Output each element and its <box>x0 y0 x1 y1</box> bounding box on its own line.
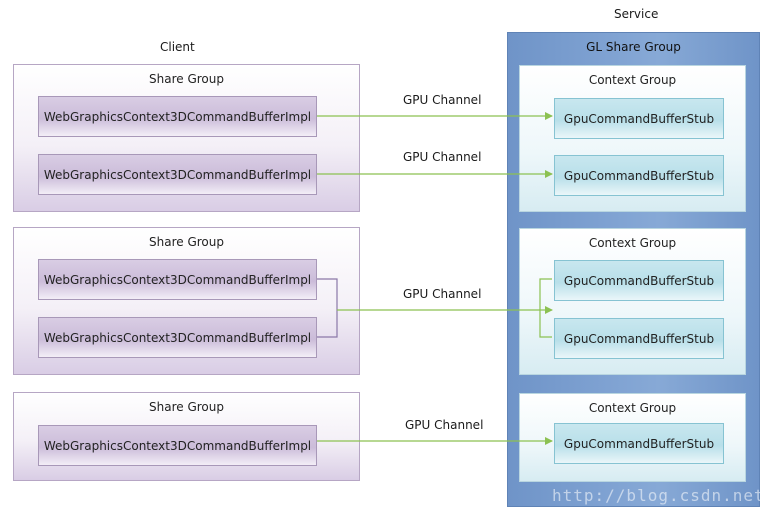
share-group-title: Share Group <box>149 235 224 249</box>
service-stub-box: GpuCommandBufferStub <box>554 318 724 359</box>
service-context-group-3: Context Group GpuCommandBufferStub <box>519 393 746 482</box>
client-share-group-2: Share Group WebGraphicsContext3DCommandB… <box>13 227 360 375</box>
gl-share-group: GL Share Group Context Group GpuCommandB… <box>507 32 760 507</box>
service-context-group-2: Context Group GpuCommandBufferStub GpuCo… <box>519 228 746 375</box>
context-group-title: Context Group <box>588 236 677 250</box>
gpu-channel-label: GPU Channel <box>403 150 482 164</box>
share-group-title: Share Group <box>149 72 224 86</box>
client-context-box: WebGraphicsContext3DCommandBufferImpl <box>38 154 317 195</box>
client-context-box: WebGraphicsContext3DCommandBufferImpl <box>38 425 317 466</box>
gpu-channel-label: GPU Channel <box>403 93 482 107</box>
service-stub-box: GpuCommandBufferStub <box>554 155 724 196</box>
gpu-channel-label: GPU Channel <box>403 287 482 301</box>
service-stub-box: GpuCommandBufferStub <box>554 260 724 301</box>
service-stub-box: GpuCommandBufferStub <box>554 423 724 464</box>
watermark-text: http://blog.csdn.net/ <box>552 486 774 505</box>
share-group-title: Share Group <box>149 400 224 414</box>
service-context-group-1: Context Group GpuCommandBufferStub GpuCo… <box>519 65 746 212</box>
client-context-box: WebGraphicsContext3DCommandBufferImpl <box>38 96 317 137</box>
client-label: Client <box>160 40 195 54</box>
client-context-box: WebGraphicsContext3DCommandBufferImpl <box>38 317 317 358</box>
gpu-channel-label: GPU Channel <box>405 418 484 432</box>
context-group-title: Context Group <box>588 401 677 415</box>
context-group-title: Context Group <box>588 73 677 87</box>
client-share-group-1: Share Group WebGraphicsContext3DCommandB… <box>13 64 360 212</box>
client-context-box: WebGraphicsContext3DCommandBufferImpl <box>38 259 317 300</box>
service-label: Service <box>614 7 659 21</box>
client-share-group-3: Share Group WebGraphicsContext3DCommandB… <box>13 392 360 481</box>
gl-share-group-title: GL Share Group <box>586 40 681 54</box>
service-stub-box: GpuCommandBufferStub <box>554 98 724 139</box>
